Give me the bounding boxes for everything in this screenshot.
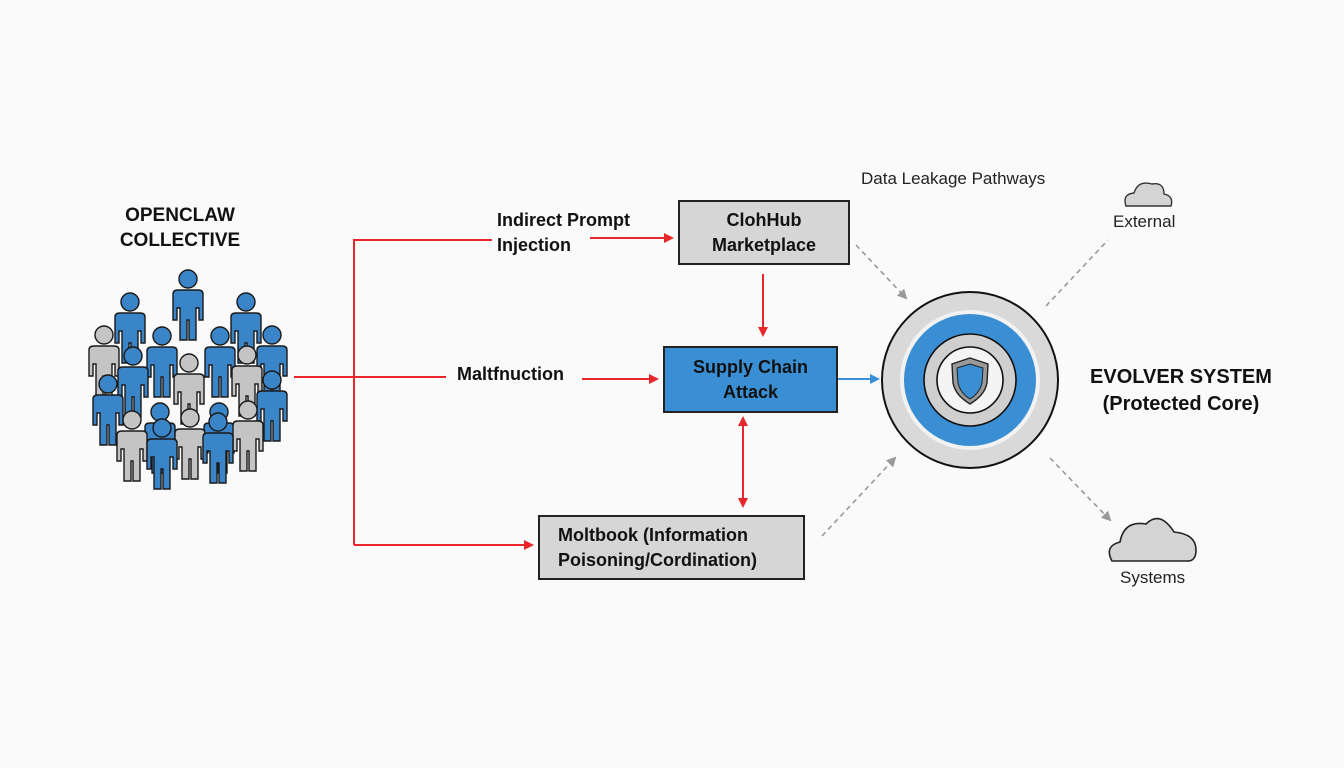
protected-core-target[interactable] — [881, 291, 1059, 469]
node-label-line: Marketplace — [711, 234, 817, 255]
data-leakage-pathways-title: Data Leakage Pathways — [861, 169, 1046, 188]
clohhub-to-core-dashed-arrow — [855, 244, 908, 300]
core-title-line2: (Protected Core) — [1102, 393, 1260, 415]
label-line: Indirect Prompt — [497, 210, 631, 230]
node-label-line: ClohHub — [726, 209, 802, 230]
cloud-icon-systems — [1108, 517, 1197, 562]
cloud-icon-external — [1124, 182, 1173, 207]
trunk-top-line — [353, 239, 492, 545]
collective-title-line2: COLLECTIVE — [119, 230, 241, 251]
clohhub-marketplace-node[interactable]: ClohHub Marketplace — [678, 200, 850, 265]
red-flow-lines — [294, 233, 768, 550]
core-to-external-dashed-line — [1045, 239, 1109, 307]
person-figure — [117, 346, 149, 418]
person-figure — [204, 326, 236, 398]
collective-title: OPENCLAW COLLECTIVE — [100, 203, 260, 253]
person-figure — [146, 418, 178, 490]
core-title-line1: EVOLVER SYSTEM — [1090, 366, 1272, 388]
external-label: External — [1113, 212, 1176, 231]
person-figure — [116, 410, 148, 482]
person-figure — [174, 408, 206, 480]
node-label-line: Supply Chain — [692, 356, 808, 377]
person-figure — [232, 400, 264, 472]
malfunction-label: Maltfnuction — [457, 364, 564, 384]
supply-chain-attack-node[interactable]: Supply Chain Attack — [663, 346, 838, 413]
node-label-line: Attack — [722, 381, 778, 402]
moltbook-node[interactable]: Moltbook (Information Poisoning/Cordinat… — [538, 515, 805, 580]
person-figure — [256, 370, 288, 442]
evolver-system-title: EVOLVER SYSTEM (Protected Core) — [1076, 364, 1286, 418]
collective-title-line1: OPENCLAW — [125, 205, 235, 226]
node-label-line: Poisoning/Cordination) — [558, 549, 757, 570]
moltbook-to-core-dashed-arrow — [821, 456, 897, 537]
label-line: Injection — [497, 235, 572, 255]
crowd-of-people-icon — [88, 269, 288, 490]
systems-label: Systems — [1120, 568, 1186, 587]
indirect-prompt-injection-label: Indirect Prompt Injection — [497, 208, 630, 258]
node-label-line: Moltbook (Information — [558, 524, 748, 545]
person-figure — [172, 269, 204, 341]
shield-icon — [951, 357, 989, 405]
person-figure — [92, 374, 124, 446]
core-to-systems-dashed-arrow — [1049, 457, 1112, 522]
dashed-leakage-lines — [821, 239, 1112, 537]
person-figure — [202, 412, 234, 484]
person-figure — [146, 326, 178, 398]
